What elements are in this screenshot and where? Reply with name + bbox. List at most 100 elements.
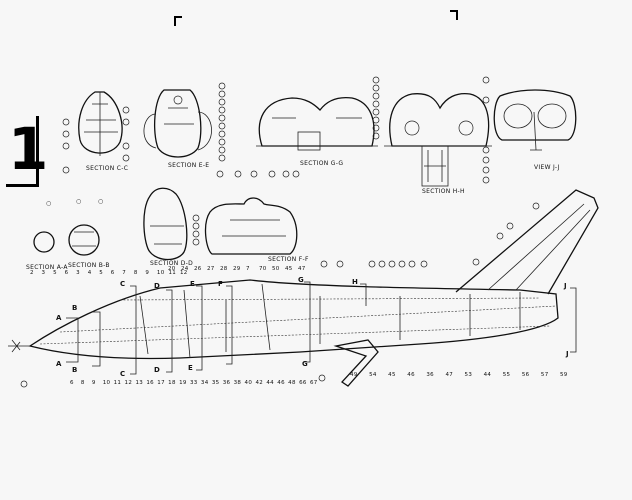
section-b-b-drawing (68, 224, 100, 256)
callout-number: 6 (70, 380, 74, 386)
callout-number: 59 (560, 372, 568, 378)
cut-d-top: D (154, 282, 161, 290)
callout-number: 13 (135, 380, 144, 386)
callout-number: 40 (244, 380, 253, 386)
callout-a-top: ○ (46, 200, 52, 207)
callout-number: 11 (168, 270, 177, 276)
callout-number: 56 (521, 372, 530, 378)
cut-a-top: A (56, 314, 62, 322)
callout-number: 4 (87, 270, 92, 276)
cut-a-bottom: A (56, 360, 62, 368)
sheet-number-frame (6, 116, 39, 187)
sheet-number: 1 (8, 115, 49, 183)
callout-number: 36 (222, 380, 231, 386)
callout-number: 42 (255, 380, 264, 386)
callout-number: 29 (233, 266, 241, 272)
callout-number: 46 (407, 372, 415, 378)
callout-number: 44 (483, 372, 492, 378)
callout-number: 17 (157, 380, 165, 386)
section-a-a-label: SECTION A-A (26, 264, 68, 271)
callout-number: 28 (220, 266, 228, 272)
callout-number: 49 (350, 372, 358, 378)
view-j-j-label: VIEW J-J (534, 164, 560, 171)
callout-number: 8 (80, 380, 85, 386)
callout-number: 5 (53, 270, 57, 276)
callout-number: 35 (211, 380, 220, 386)
section-c-c-drawing (78, 91, 123, 156)
callout-b-top-left: ○ (76, 198, 82, 205)
callout-number: 70 (259, 266, 267, 272)
crop-mark-right (450, 10, 458, 20)
callout-number: 66 (299, 380, 307, 386)
cut-f: F (218, 280, 224, 288)
callout-number: 12 (124, 380, 133, 386)
cut-e-top: E (190, 280, 196, 288)
section-g-g-drawing (256, 96, 378, 151)
callout-number: 55 (502, 372, 511, 378)
cut-e-bottom: E (188, 364, 194, 372)
callout-number: 48 (288, 380, 296, 386)
callout-number: 2 (30, 270, 34, 276)
callout-number: 50 (272, 266, 280, 272)
callout-number: 34 (200, 380, 209, 386)
callout-row-tail: 49 54 45 46 36 47 53 44 55 56 57 59 (350, 372, 567, 380)
section-cut-markers (66, 281, 577, 375)
cut-c-top: C (120, 280, 126, 288)
callout-number: 12 (180, 270, 188, 276)
section-c-c-label: SECTION C-C (86, 165, 129, 172)
callout-number: 16 (146, 380, 154, 386)
section-d-d-drawing (143, 187, 188, 261)
callout-number: 6 (64, 270, 69, 276)
callout-number: 44 (266, 380, 274, 386)
callout-number: 36 (426, 372, 434, 378)
callout-number: 46 (277, 380, 285, 386)
section-f-f-label: SECTION F-F (268, 256, 309, 263)
callout-number: 3 (76, 270, 80, 276)
view-j-j-drawing (493, 89, 577, 151)
section-e-e-drawing (143, 89, 212, 158)
section-b-b-label: SECTION B-B (68, 262, 110, 269)
callout-number: 54 (369, 372, 377, 378)
callout-number: 67 (310, 380, 318, 386)
callout-number: 10 (156, 270, 165, 276)
callout-number: 45 (388, 372, 396, 378)
callout-number: 8 (133, 270, 138, 276)
callout-number: 47 (445, 372, 454, 378)
cut-g-top: G (298, 276, 305, 284)
cut-g-bottom: G (302, 360, 309, 368)
callout-number: 11 (113, 380, 122, 386)
callout-number: 24 (181, 266, 189, 272)
section-g-g-label: SECTION G-G (300, 160, 344, 167)
callout-number: 33 (190, 380, 198, 386)
callout-number: 5 (99, 270, 104, 276)
callout-number: 9 (91, 380, 96, 386)
callout-balloons (20, 76, 540, 388)
fuselage-side-view (8, 189, 599, 387)
callout-number: 7 (122, 270, 127, 276)
callout-number: 3 (41, 270, 46, 276)
cut-b-top: B (72, 304, 78, 312)
cut-c-bottom: C (120, 370, 126, 378)
callout-b-top-right: ○ (98, 198, 104, 205)
callout-number: 57 (540, 372, 549, 378)
cut-h: H (352, 278, 359, 286)
cut-d-bottom: D (154, 366, 161, 374)
section-h-h-drawing (384, 92, 492, 187)
section-a-a-drawing (33, 231, 55, 253)
callout-number: 10 (102, 380, 111, 386)
callout-number: 47 (298, 266, 306, 272)
callout-number: 7 (246, 266, 250, 272)
callout-number: 53 (464, 372, 473, 378)
crop-mark-left (174, 16, 182, 26)
section-e-e-label: SECTION E-E (168, 162, 210, 169)
callout-number: 6 (110, 270, 115, 276)
callout-number: 26 (194, 266, 202, 272)
callout-number: 27 (207, 266, 215, 272)
section-d-d-label: SECTION D-D (150, 260, 194, 267)
callout-number: 18 (168, 380, 176, 386)
cut-j-top: J (564, 282, 567, 290)
